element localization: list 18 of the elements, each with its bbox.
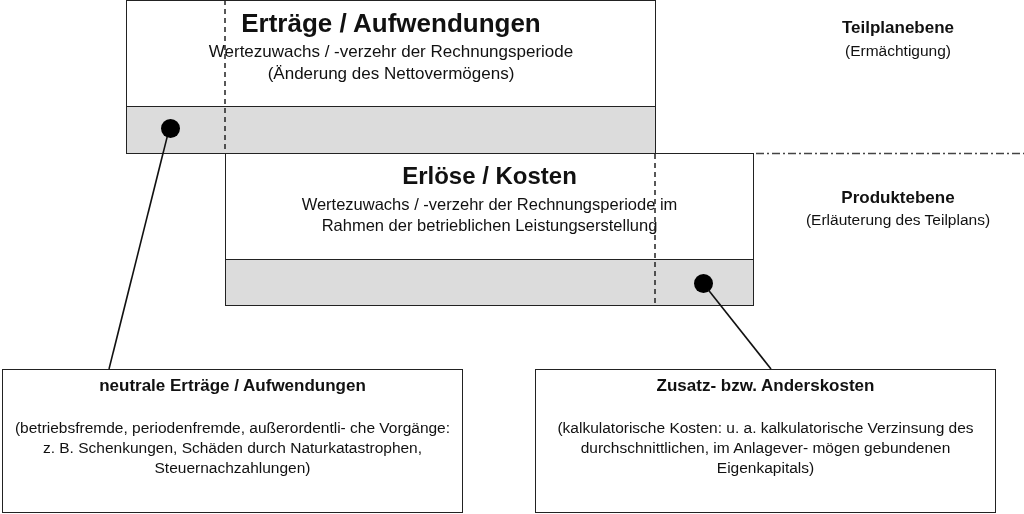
leader-line <box>108 135 168 370</box>
box-description: Wertezuwachs / -verzehr der Rechnungsperiode im Rahmen der betrieblichen Leistungserstellung <box>300 193 679 237</box>
box-heading: Erlöse / Kosten <box>402 162 577 190</box>
box-heading: Erträge / Aufwendungen <box>241 9 541 39</box>
box-description: Wertezuwachs / -verzehr der Rechnungsperiode (Änderung des Nettovermögens) <box>207 40 575 85</box>
box-heading: neutrale Erträge / Aufwendungen <box>99 376 366 396</box>
box-description: (kalkulatorische Kosten: u. a. kalkulatorische Verzinsung des durchschnittlichen, im Anlagever- mögen gebundenen Eigenkapitals) <box>556 417 975 478</box>
level-label: Produktebene <box>840 188 956 208</box>
box-heading: Zusatz- bzw. Anderskosten <box>656 376 875 396</box>
level-label: Teilplanebene <box>840 18 956 38</box>
leader-line <box>707 289 772 370</box>
text-box <box>2 369 463 513</box>
text-box <box>535 369 996 513</box>
level-note: (Erläuterung des Teilplans) <box>804 211 992 229</box>
level-note: (Ermächtigung) <box>844 42 952 60</box>
text-box <box>126 0 656 154</box>
text-box <box>225 153 754 306</box>
box-description: (betriebsfremde, periodenfremde, außerordentli- che Vorgänge: z. B. Schenkungen, Schäden durch Naturkatastrophen, Steuernachzahlungen) <box>13 417 452 478</box>
